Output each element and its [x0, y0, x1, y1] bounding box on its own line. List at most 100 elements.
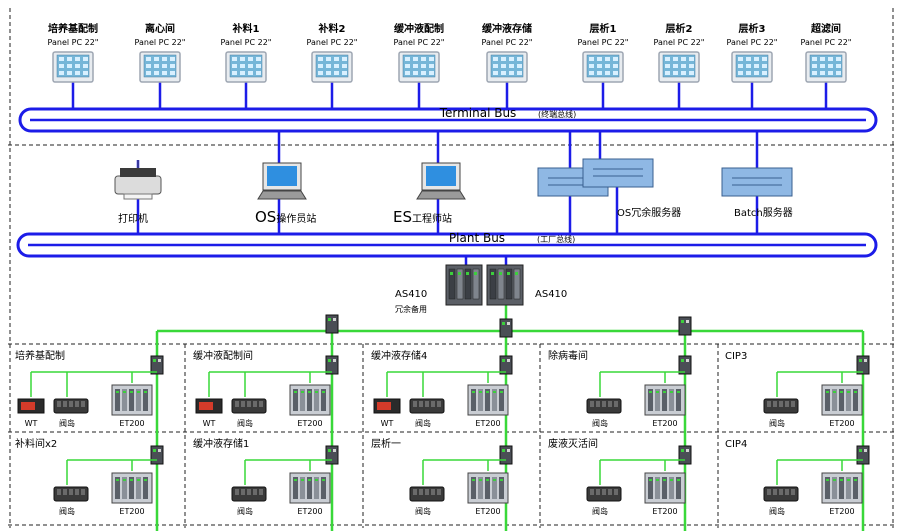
valve-island-slot [791, 401, 795, 407]
et200-led [677, 391, 680, 393]
panel-screen-tile [828, 64, 833, 68]
panel-screen-tile [59, 64, 64, 68]
station-name: 层析一 [371, 437, 401, 450]
station-name: 缓冲液存储1 [193, 437, 249, 450]
switch-body [325, 314, 339, 334]
panel-screen-tile [605, 64, 610, 68]
panel-screen-tile [738, 57, 743, 61]
valve-island-slot [81, 489, 85, 495]
panel-screen [586, 54, 620, 78]
et200-led [847, 479, 850, 481]
valve-island-slot [69, 401, 73, 407]
plc-led [491, 272, 494, 275]
device-label: ET200 [475, 507, 500, 516]
et200-module [300, 477, 305, 499]
network-switch [150, 445, 164, 465]
panel-screen-tile [429, 71, 434, 75]
valve-island-slot [773, 401, 777, 407]
as410-primary-icon [486, 264, 524, 306]
et200-led [833, 479, 836, 481]
panel-name: 缓冲液存储 [481, 22, 532, 35]
panel-screen-tile [493, 57, 498, 61]
switch-led [158, 449, 161, 452]
et200-led [472, 391, 475, 393]
valve-island-slot [63, 489, 67, 495]
network-switch [150, 355, 164, 375]
switch-body [678, 316, 692, 336]
plc-module [448, 268, 456, 300]
et200-led [486, 479, 489, 481]
network-switch [678, 316, 692, 336]
switch-led [153, 359, 156, 362]
printer-tray [123, 193, 153, 200]
panel-screen-tile [738, 64, 743, 68]
valve-island-slot [767, 401, 771, 407]
et200-led [500, 391, 503, 393]
panel-screen-tile [509, 57, 514, 61]
et200-led [315, 391, 318, 393]
panel-screen-tile [342, 64, 347, 68]
device-label: ET200 [829, 419, 854, 428]
valve-island-slot [773, 489, 777, 495]
panel-screen-tile [828, 71, 833, 75]
et200-module [492, 477, 497, 499]
es-suffix: 工程师站 [412, 212, 452, 225]
et200-module [825, 477, 830, 499]
network-switch [499, 445, 513, 465]
panel-screen-tile [812, 64, 817, 68]
valve-island-slot [767, 489, 771, 495]
device-label: ET200 [297, 419, 322, 428]
panel-screen-tile [83, 71, 88, 75]
valve-island-slot [779, 401, 783, 407]
et200-led [137, 479, 140, 481]
os-suffix: 操作员站 [276, 212, 316, 225]
device-label: ET200 [119, 507, 144, 516]
switch-body [678, 445, 692, 465]
wt-meter-display [377, 402, 391, 410]
et200-led [847, 391, 850, 393]
station-name: CIP4 [725, 439, 747, 450]
panel-screen-tile [501, 64, 506, 68]
wt-meter-display [199, 402, 213, 410]
switch-led [153, 449, 156, 452]
panel-screen-tile [597, 64, 602, 68]
panel-model: Panel PC 22" [135, 38, 186, 47]
et200-led [322, 391, 325, 393]
panel-screen [490, 54, 524, 78]
valve-island-slot [602, 489, 606, 495]
valve-island-slot [590, 401, 594, 407]
panel-screen-tile [493, 71, 498, 75]
panel-model: Panel PC 22" [801, 38, 852, 47]
panel-screen-tile [248, 57, 253, 61]
valve-island-slot [590, 489, 594, 495]
panel-screen-tile [342, 71, 347, 75]
et200-led [854, 479, 857, 481]
panel-screen-tile [162, 57, 167, 61]
et200-module [499, 477, 504, 499]
valve-island-slot [69, 489, 73, 495]
panel-screen-tile [162, 64, 167, 68]
station-name: 除病毒间 [548, 349, 588, 362]
valve-island-slot [57, 489, 61, 495]
panel-screen-tile [517, 71, 522, 75]
panel-screen-tile [67, 64, 72, 68]
panel-screen-tile [673, 64, 678, 68]
panel-screen-tile [75, 57, 80, 61]
panel-screen-tile [318, 64, 323, 68]
valve-island-slot [779, 489, 783, 495]
plc-module [497, 268, 505, 300]
et200-module [846, 389, 851, 411]
os-server-label: OS冗余服务器 [617, 206, 681, 219]
panel-screen-tile [597, 71, 602, 75]
valve-island-slot [413, 489, 417, 495]
panel-name: 超滤间 [810, 22, 841, 35]
valve-island-slot [791, 489, 795, 495]
es-prefix: ES [393, 208, 412, 226]
et200-led [656, 391, 659, 393]
et200-led [123, 479, 126, 481]
et200-module [293, 389, 298, 411]
plc-led [515, 272, 518, 275]
